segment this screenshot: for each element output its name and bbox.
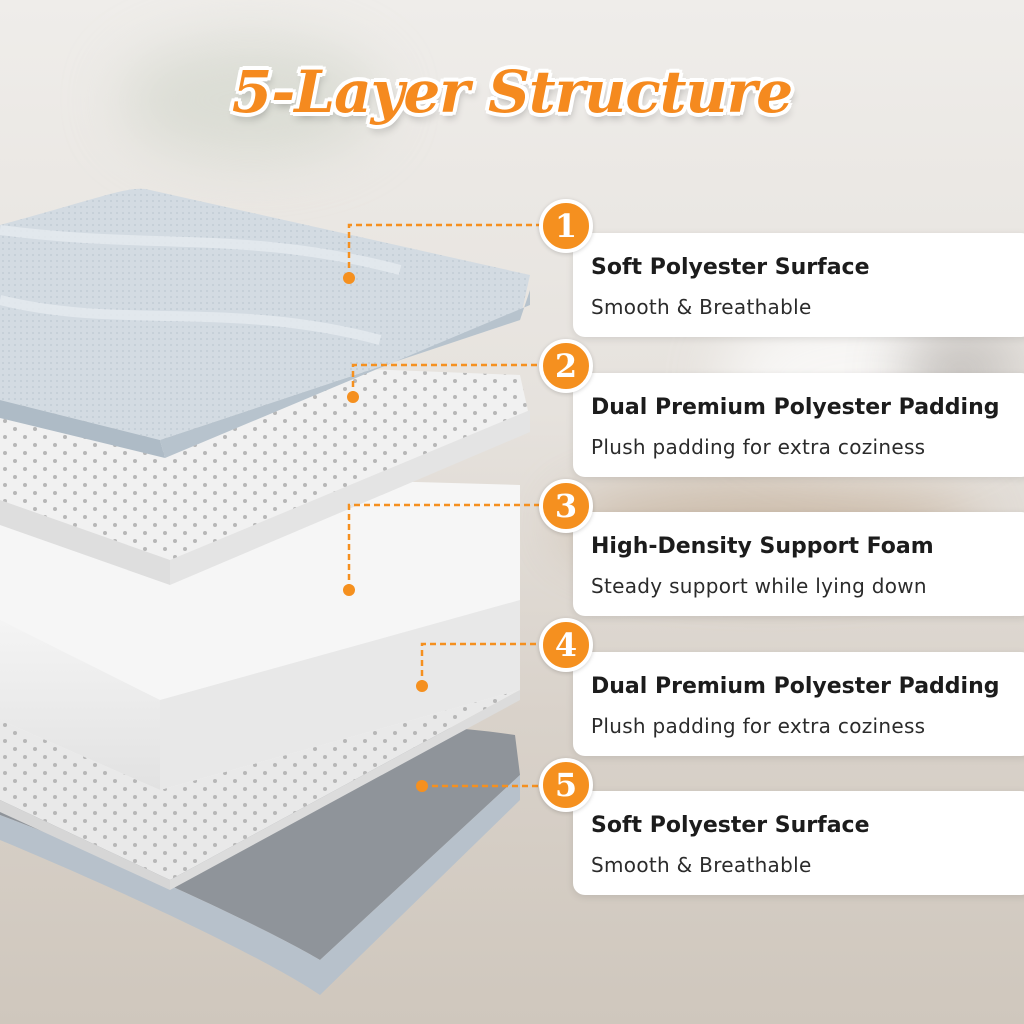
layer-number-badge-1: 1 <box>539 199 593 253</box>
leader-dots <box>343 272 428 792</box>
layer-name: Dual Premium Polyester Padding <box>591 674 1000 699</box>
layer-number-badge-3: 3 <box>539 479 593 533</box>
layer-description: Smooth & Breathable <box>591 295 812 319</box>
layer-number-badge-2: 2 <box>539 339 593 393</box>
layer-description: Plush padding for extra coziness <box>591 714 926 738</box>
layer-name: Soft Polyester Surface <box>591 813 870 838</box>
layer-name: Dual Premium Polyester Padding <box>591 395 1000 420</box>
leader-lines <box>347 223 545 788</box>
layer-1-top-fabric <box>0 188 530 458</box>
layer-name: Soft Polyester Surface <box>591 255 870 280</box>
page-title: 5-Layer Structure <box>231 58 793 126</box>
layer-card-4: Dual Premium Polyester Padding Plush pad… <box>573 652 1024 756</box>
layer-card-3: High-Density Support Foam Steady support… <box>573 512 1024 616</box>
layer-card-5: Soft Polyester Surface Smooth & Breathab… <box>573 791 1024 895</box>
layer-number-badge-4: 4 <box>539 618 593 672</box>
layer-description: Smooth & Breathable <box>591 853 812 877</box>
layer-card-2: Dual Premium Polyester Padding Plush pad… <box>573 373 1024 477</box>
layer-number-badge-5: 5 <box>539 758 593 812</box>
layer-card-1: Soft Polyester Surface Smooth & Breathab… <box>573 233 1024 337</box>
layer-description: Plush padding for extra coziness <box>591 435 926 459</box>
layer-description: Steady support while lying down <box>591 574 927 598</box>
layer-name: High-Density Support Foam <box>591 534 934 559</box>
background-blur <box>120 40 380 160</box>
